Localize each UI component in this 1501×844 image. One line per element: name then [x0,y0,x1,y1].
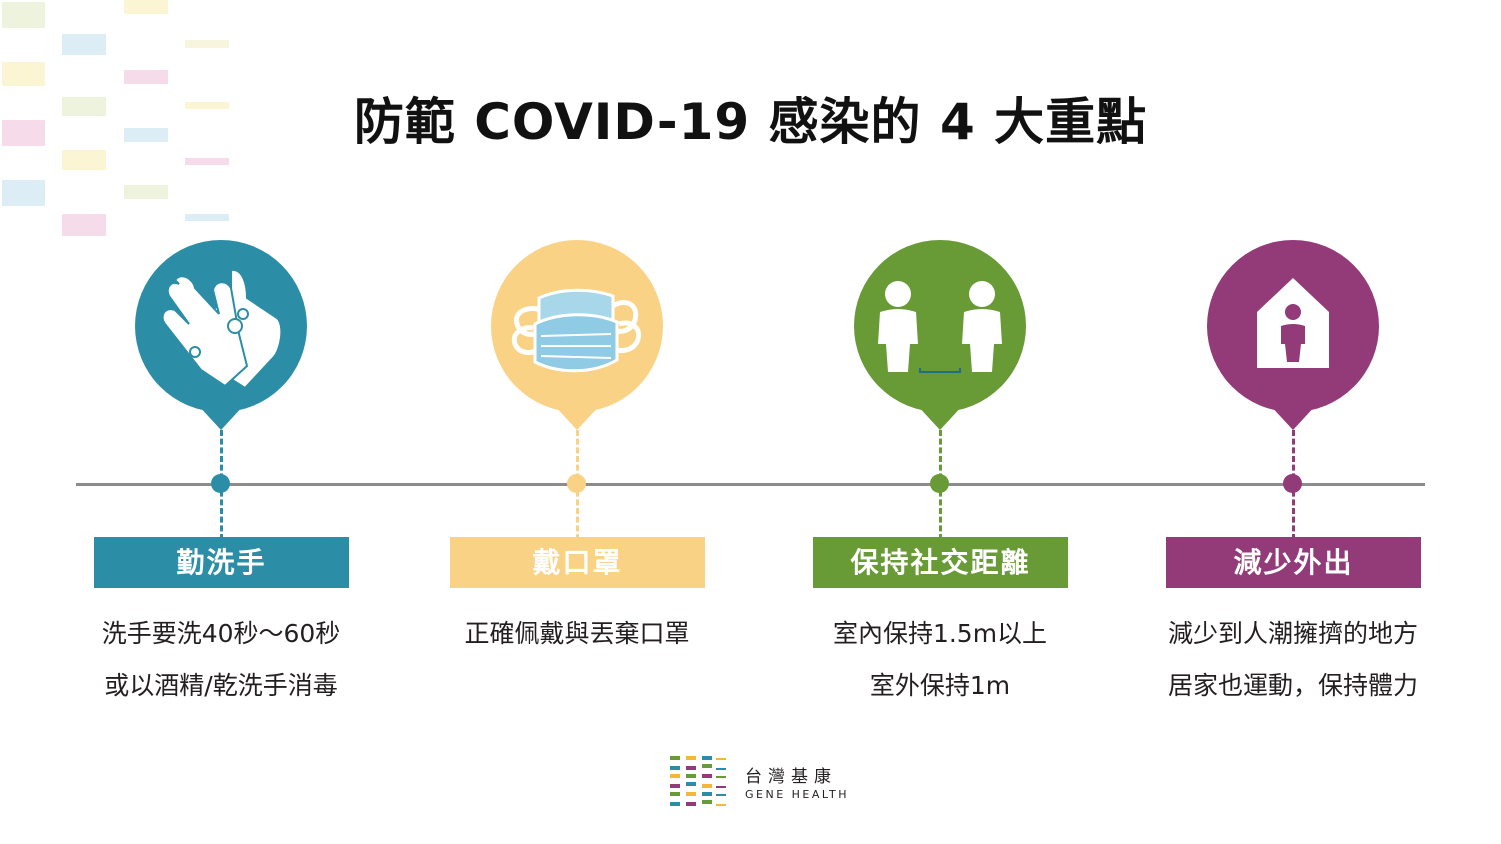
timeline-dot [1283,474,1302,493]
tip-description: 減少到人潮擁擠的地方 居家也運動，保持體力 [1133,608,1453,712]
map-pin-marker [491,240,663,432]
tip-line: 洗手要洗40秒～60秒 [101,619,341,648]
tip-wash-hands: 勤洗手 洗手要洗40秒～60秒 或以酒精/乾洗手消毒 [81,240,361,710]
page-title: 防範 COVID-19 感染的 4 大重點 [353,93,1148,151]
tip-social-distance: 保持社交距離 室內保持1.5m以上 室外保持1m [800,240,1080,710]
washing-hands-icon [161,268,283,390]
tip-description: 洗手要洗40秒～60秒 或以酒精/乾洗手消毒 [61,608,381,712]
face-mask-icon [511,288,641,373]
brand-logo: 台灣基康 GENE HEALTH [670,756,860,812]
tip-label: 勤洗手 [94,537,349,588]
timeline-dot [930,474,949,493]
map-pin-marker [135,240,307,432]
timeline-dot [211,474,230,493]
tip-line: 室內保持1.5m以上 [832,619,1048,648]
social-distance-icon [878,281,1002,373]
logo-name-english: GENE HEALTH [745,788,850,801]
tip-line: 或以酒精/乾洗手消毒 [104,671,338,700]
tip-line: 減少到人潮擁擠的地方 [1167,619,1418,648]
timeline-dot [567,474,586,493]
map-pin-marker [1207,240,1379,432]
stay-home-icon [1257,278,1329,368]
tip-label: 保持社交距離 [813,537,1068,588]
map-pin-marker [854,240,1026,432]
tip-description: 室內保持1.5m以上 室外保持1m [780,608,1100,712]
decorative-color-blocks [2,0,229,236]
tip-line: 室外保持1m [869,671,1011,700]
logo-mark-icon [670,756,726,806]
tip-line: 正確佩戴與丟棄口罩 [464,619,690,648]
tip-line: 居家也運動，保持體力 [1167,671,1418,700]
timeline-line [76,483,1425,486]
logo-name-chinese: 台灣基康 [745,767,837,787]
tip-wear-mask: 戴口罩 正確佩戴與丟棄口罩 [437,240,717,710]
tip-label: 減少外出 [1166,537,1421,588]
tip-label: 戴口罩 [450,537,705,588]
tip-stay-home: 減少外出 減少到人潮擁擠的地方 居家也運動，保持體力 [1153,240,1433,710]
tip-description: 正確佩戴與丟棄口罩 [417,608,737,660]
